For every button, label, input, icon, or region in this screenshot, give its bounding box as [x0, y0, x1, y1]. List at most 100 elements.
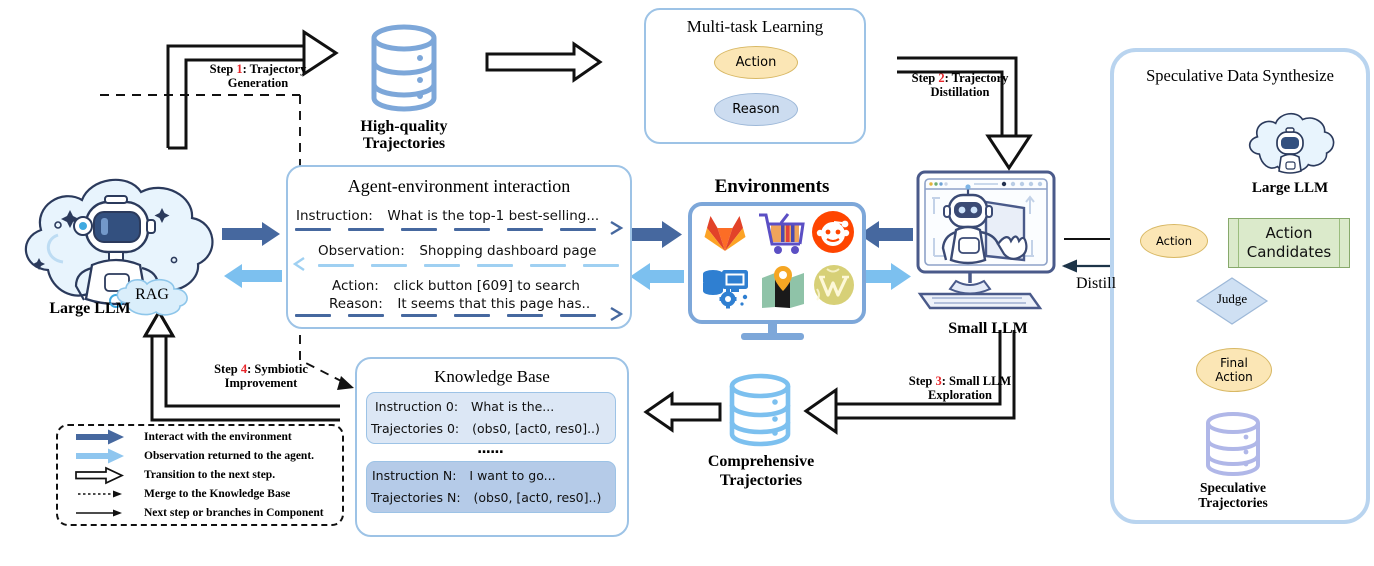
kb-trajectory-1-key: Trajectories N: [371, 490, 461, 505]
knowledge-base-title: Knowledge Base [434, 367, 550, 386]
environments-label: Environments [714, 176, 830, 197]
instruction-key: Instruction: [296, 208, 373, 224]
legend-label-3: Merge to the Knowledge Base [144, 488, 291, 500]
legend-item-4: Next step or branches in Component [74, 504, 324, 522]
judge-label: Judge [1216, 291, 1248, 306]
multitask-action-label: Action [735, 54, 777, 70]
step-3-number: 3 [935, 374, 942, 388]
spec-db-line2: Trajectories [1198, 495, 1268, 510]
step-3-line2: Exploration [928, 388, 992, 402]
kb-entry-1 [366, 461, 616, 513]
legend-label-2: Transition to the next step. [144, 469, 276, 481]
gitlab-icon[interactable] [704, 213, 746, 253]
legend-label-0: Interact with the environment [144, 431, 292, 443]
step-4-line2: Improvement [224, 376, 298, 390]
kb-instruction-1-value: I want to go... [469, 468, 556, 483]
map-icon[interactable] [760, 264, 806, 310]
step-2-suffix: : Trajectory [944, 71, 1009, 85]
step-4-suffix: : Symbiotic [247, 362, 308, 376]
final-action-line2: Action [1215, 370, 1253, 384]
small-llm-node [912, 168, 1064, 326]
step-4-number: 4 [240, 362, 248, 376]
high-quality-trajectories-db [368, 22, 440, 112]
solid-light-blue-arrow-icon [76, 448, 124, 464]
kb-instruction-0-value: What is the... [471, 399, 555, 414]
judge-node: Judge [1195, 277, 1269, 325]
step2-hollow-arrow [897, 56, 1033, 171]
reason-underline [295, 314, 620, 317]
interaction-arrows-right [628, 221, 684, 290]
kb-instruction-0-key: Instruction 0: [375, 399, 459, 414]
large-llm-node [8, 150, 228, 335]
speculative-panel-title: Speculative Data Synthesize [1146, 66, 1334, 85]
wikipedia-icon[interactable] [813, 264, 855, 306]
interaction-title: Agent-environment interaction [347, 176, 571, 196]
final-action-line1: Final [1220, 356, 1248, 370]
solid-dark-blue-arrow-icon [76, 429, 124, 445]
kb-trajectory-0-key: Trajectories 0: [371, 421, 460, 436]
high-quality-trajectories-label: High-quality Trajectories [324, 118, 484, 152]
legend-item-3: Merge to the Knowledge Base [74, 485, 290, 503]
multitask-reason-label: Reason [732, 101, 780, 117]
legend-label-1: Observation returned to the agent. [144, 450, 315, 462]
step-2-prefix: Step [911, 71, 939, 85]
step-3-prefix: Step [908, 374, 936, 388]
comp-line1: Comprehensive [707, 453, 815, 470]
legend-item-2: Transition to the next step. [74, 466, 275, 484]
step-3-suffix: : Small LLM [941, 374, 1012, 388]
speculative-large-llm-node [1248, 112, 1335, 178]
final-action-ellipse: Final Action [1196, 348, 1272, 392]
step-4-label: Step 4: Symbiotic Improvement [176, 362, 346, 390]
dotted-arrow-icon [78, 490, 122, 498]
speculative-action-ellipse: Action [1140, 224, 1208, 258]
multitask-action-ellipse: Action [714, 46, 798, 79]
kb-instruction-0: Instruction 0: What is the... [375, 399, 554, 414]
instruction-arrowhead [610, 220, 624, 241]
observation-underline [300, 264, 625, 267]
legend-item-1: Observation returned to the agent. [74, 447, 314, 465]
reason-arrowhead [610, 306, 624, 327]
kb-entry-0 [366, 392, 616, 444]
database-icon [1206, 412, 1260, 476]
kb-instruction-1: Instruction N: I want to go... [372, 468, 556, 483]
agent-environment-interaction-panel: Agent-environment interaction [286, 165, 632, 329]
step-1-label: Step 1: Trajectory Generation [178, 62, 338, 90]
step4-hollow-arrow [142, 309, 340, 422]
step1-hollow-arrow [166, 29, 339, 150]
step-3-label: Step 3: Small LLM Exploration [880, 374, 1040, 402]
cloud-robot-icon [1248, 112, 1335, 174]
shopping-cart-icon[interactable] [757, 211, 805, 255]
reddit-icon[interactable] [812, 211, 854, 253]
multitask-reason-ellipse: Reason [714, 93, 798, 126]
transition-arrow-to-kb [643, 391, 722, 433]
kb-instruction-1-key: Instruction N: [372, 468, 457, 483]
legend-item-0: Interact with the environment [74, 428, 292, 446]
speculative-trajectories-db [1203, 412, 1263, 476]
legend-label-4: Next step or branches in Component [144, 507, 324, 519]
database-admin-icon[interactable] [702, 266, 750, 309]
distill-label: Distill [1076, 275, 1117, 292]
interaction-row-observation: Observation: Shopping dashboard page [318, 243, 596, 259]
rag-badge: RAG [110, 275, 200, 321]
speculative-action-label: Action [1155, 234, 1193, 248]
hq-line1: High-quality [360, 118, 448, 135]
comprehensive-trajectories-label: Comprehensive Trajectories [680, 452, 842, 490]
step-2-label: Step 2: Trajectory Distillation [880, 71, 1040, 99]
cloud-robot-icon [24, 178, 214, 308]
step-1-number: 1 [236, 62, 243, 76]
env-smallllm-arrows [857, 221, 913, 290]
action-value: click button [609] to search [393, 278, 580, 294]
environments-monitor-stand [741, 316, 804, 340]
rag-label: RAG [135, 286, 169, 303]
kb-trajectory-1-value: (obs0, [act0, res0]..) [473, 490, 602, 505]
instruction-value: What is the top-1 best-selling... [387, 208, 600, 224]
thin-arrow-icon [76, 509, 122, 517]
large-llm-label: Large LLM [49, 300, 131, 317]
action-candidates-line1: Action [1265, 224, 1313, 242]
step-1-prefix: Step [209, 62, 237, 76]
observation-key: Observation: [318, 243, 405, 259]
kb-trajectory-1: Trajectories N: (obs0, [act0, res0]..) [371, 490, 601, 505]
kb-trajectory-0-value: (obs0, [act0, res0]..) [472, 421, 600, 436]
